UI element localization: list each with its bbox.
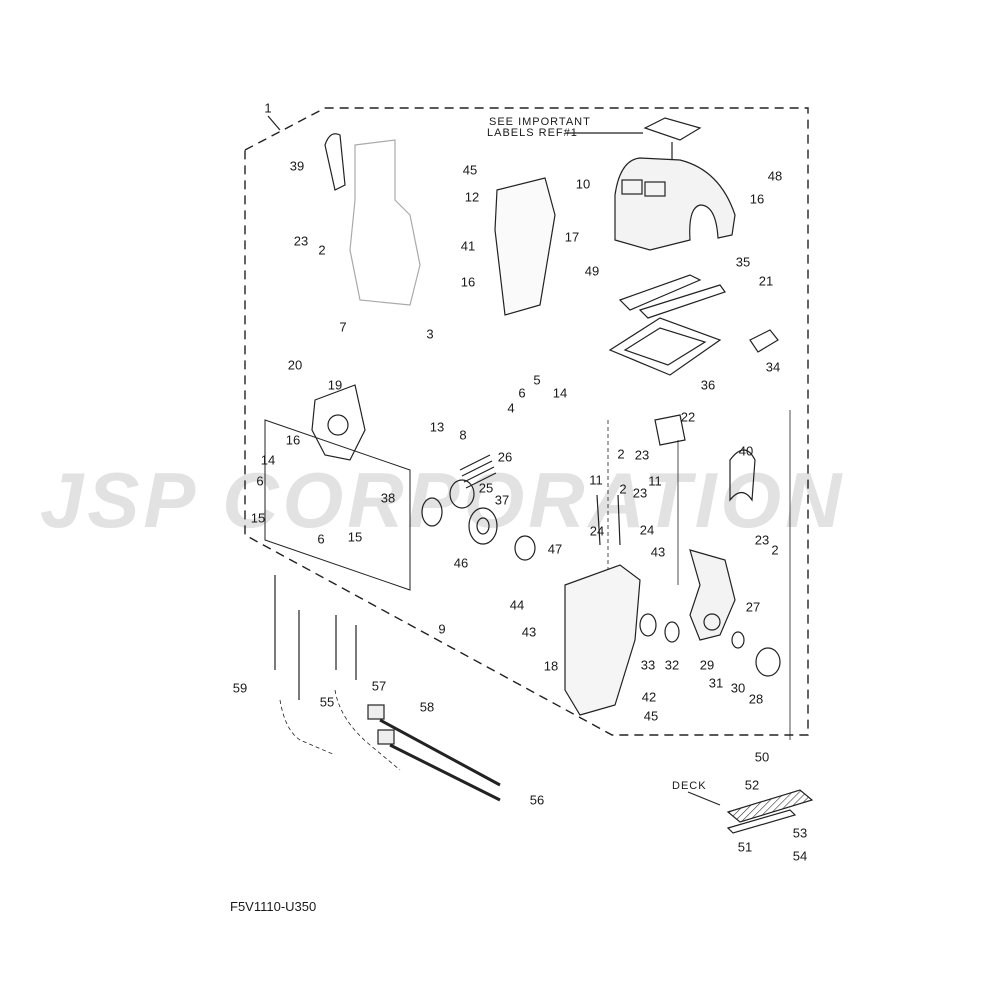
callout: 8 bbox=[459, 427, 467, 443]
callout: 11 bbox=[648, 473, 662, 489]
callout: 27 bbox=[745, 599, 761, 615]
callout: 55 bbox=[319, 694, 335, 710]
callout: 6 bbox=[317, 531, 325, 547]
callout: 33 bbox=[640, 657, 656, 673]
diagram-code: F5V1110-U350 bbox=[230, 899, 317, 914]
callout: 2 bbox=[771, 542, 779, 558]
callout: 24 bbox=[589, 523, 605, 539]
callout: 18 bbox=[543, 658, 559, 674]
callout: 11 bbox=[589, 472, 603, 488]
callout: 23 bbox=[634, 447, 650, 463]
callout: 37 bbox=[494, 492, 510, 508]
callout: 15 bbox=[250, 510, 266, 526]
callout: 12 bbox=[464, 189, 480, 205]
callout: 39 bbox=[289, 158, 305, 174]
callout: 38 bbox=[380, 490, 396, 506]
callout: 34 bbox=[765, 359, 781, 375]
callout: 2 bbox=[318, 242, 326, 258]
callout: 45 bbox=[643, 708, 659, 724]
callout: 50 bbox=[754, 749, 770, 765]
note-labels-ref: LABELS REF#1 bbox=[487, 127, 578, 139]
callout: 28 bbox=[748, 691, 764, 707]
callout: 25 bbox=[478, 480, 494, 496]
callout: 6 bbox=[256, 473, 264, 489]
handle-outline bbox=[349, 139, 421, 306]
note-deck: DECK bbox=[672, 780, 707, 792]
callout: 21 bbox=[758, 273, 774, 289]
callout: 17 bbox=[564, 229, 580, 245]
callout: 52 bbox=[744, 777, 760, 793]
callout: 7 bbox=[339, 319, 347, 335]
callout: 54 bbox=[792, 848, 808, 864]
callout: 10 bbox=[575, 176, 591, 192]
callout: 23 bbox=[293, 233, 309, 249]
callout: 46 bbox=[453, 555, 469, 571]
lever-part bbox=[689, 549, 736, 641]
callout: 16 bbox=[460, 274, 476, 290]
callout: 13 bbox=[429, 419, 445, 435]
callout: 4 bbox=[507, 400, 515, 416]
callout: 19 bbox=[327, 377, 343, 393]
cover-part bbox=[614, 157, 736, 251]
callout: 2 bbox=[617, 446, 625, 462]
label-sticker bbox=[643, 117, 702, 141]
callout: 5 bbox=[533, 372, 541, 388]
watermark: JSP CORPORATION bbox=[40, 456, 846, 544]
callout: 23 bbox=[754, 532, 770, 548]
knob-part bbox=[755, 647, 781, 677]
callout: 9 bbox=[438, 621, 446, 637]
callout: 14 bbox=[552, 385, 568, 401]
plate-part bbox=[494, 177, 556, 316]
callout: 56 bbox=[529, 792, 545, 808]
callout: 49 bbox=[584, 263, 600, 279]
callout: 29 bbox=[699, 657, 715, 673]
callout: 3 bbox=[426, 326, 434, 342]
callout: 32 bbox=[664, 657, 680, 673]
callout: 30 bbox=[730, 680, 746, 696]
callout: 23 bbox=[632, 485, 648, 501]
callout: 20 bbox=[287, 357, 303, 373]
callout: 59 bbox=[232, 680, 248, 696]
gasket-part bbox=[608, 317, 722, 376]
assembly-boundary bbox=[244, 107, 809, 736]
callout: 41 bbox=[460, 238, 476, 254]
callout: 15 bbox=[347, 529, 363, 545]
callout: 6 bbox=[518, 385, 526, 401]
callout: 1 bbox=[264, 100, 272, 116]
callout: 14 bbox=[260, 452, 276, 468]
callout: 26 bbox=[497, 449, 513, 465]
callout: 24 bbox=[639, 522, 655, 538]
callout: 58 bbox=[419, 699, 435, 715]
callout: 16 bbox=[749, 191, 765, 207]
deck-part bbox=[726, 789, 814, 823]
callout: 51 bbox=[737, 839, 753, 855]
callout: 31 bbox=[708, 675, 724, 691]
callout: 43 bbox=[650, 544, 666, 560]
control-body bbox=[564, 564, 641, 716]
callout: 45 bbox=[462, 162, 478, 178]
callout: 48 bbox=[767, 168, 783, 184]
callout: 22 bbox=[680, 409, 696, 425]
callout: 36 bbox=[700, 377, 716, 393]
callout: 57 bbox=[371, 678, 387, 694]
callout: 43 bbox=[521, 624, 537, 640]
callout: 35 bbox=[735, 254, 751, 270]
callout: 40 bbox=[738, 443, 754, 459]
callout: 53 bbox=[792, 825, 808, 841]
housing-part bbox=[311, 384, 366, 461]
callout: 44 bbox=[509, 597, 525, 613]
callout: 2 bbox=[619, 481, 627, 497]
callout: 47 bbox=[547, 541, 563, 557]
callout: 16 bbox=[285, 432, 301, 448]
note-see-important: SEE IMPORTANT bbox=[489, 116, 591, 128]
callout: 42 bbox=[641, 689, 657, 705]
